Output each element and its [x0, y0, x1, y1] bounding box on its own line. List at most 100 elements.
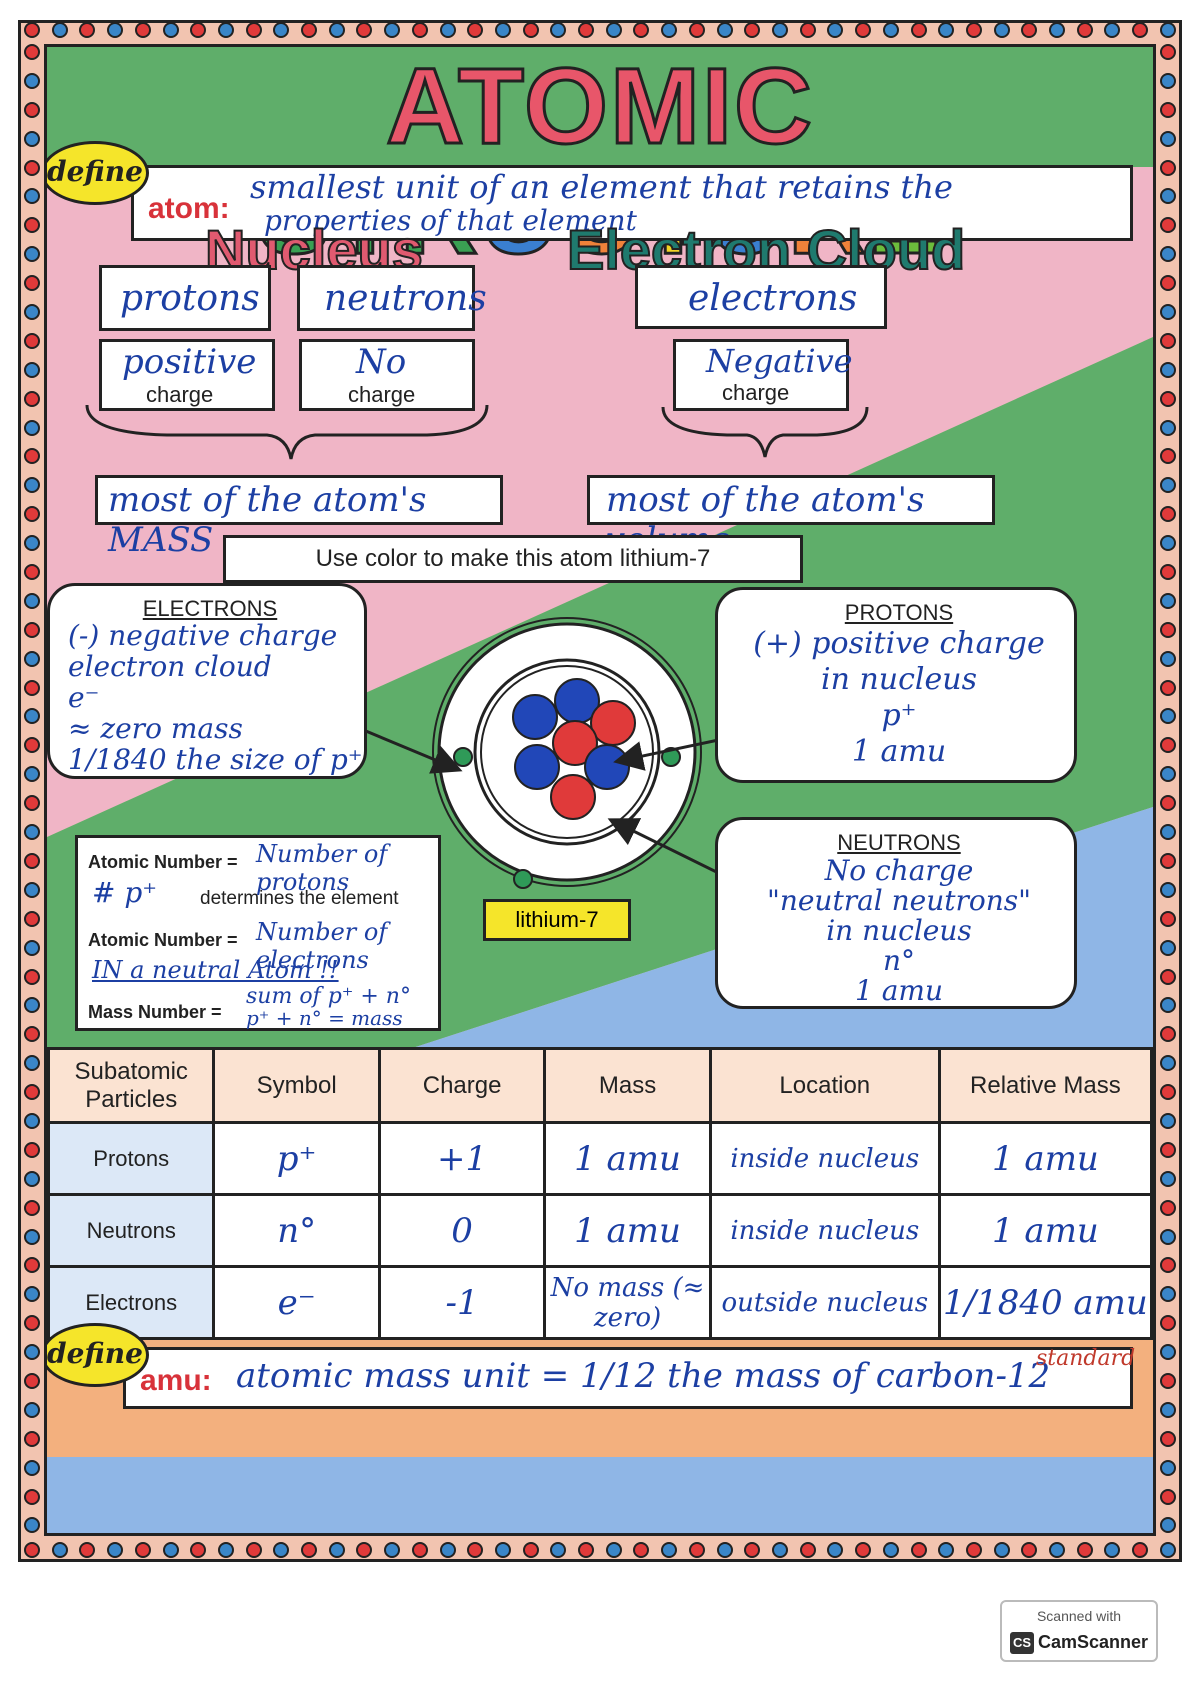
border-dot — [107, 22, 124, 38]
border-dot — [1160, 390, 1176, 407]
table-cell: 1 amu — [937, 1121, 1153, 1196]
border-dot — [24, 737, 40, 754]
electron-summary-box: most of the atom's volume — [587, 475, 995, 560]
border-dot — [24, 968, 40, 985]
border-dot — [24, 22, 40, 38]
scanner-brand: CamScanner — [1038, 1632, 1149, 1652]
border-dot — [1160, 621, 1176, 638]
table-cell: n° — [212, 1193, 381, 1268]
border-dot — [24, 997, 40, 1014]
title-letter: T — [456, 45, 524, 166]
table-header: Mass — [543, 1047, 712, 1124]
neutrons-callout: NEUTRONS No charge"neutral neutrons"in n… — [715, 817, 1077, 1009]
border-dot — [1049, 22, 1066, 38]
border-dot — [328, 1542, 345, 1558]
border-dot — [24, 304, 40, 321]
border-dot — [744, 22, 761, 38]
border-dot — [24, 1141, 40, 1158]
fact-row1-hand: Number of protons — [256, 840, 388, 896]
border-dot — [1160, 1401, 1176, 1418]
border-dot — [411, 22, 428, 38]
callout-line: No charge — [824, 854, 974, 887]
border-dot — [1160, 910, 1176, 927]
border-dot — [1160, 650, 1176, 667]
instruction-box: Use color to make this atom lithium-7 — [223, 535, 803, 583]
amu-term: amu: — [140, 1364, 212, 1397]
dot-border-left — [24, 44, 40, 1534]
callout-line: n° — [882, 944, 916, 977]
fact-row2-hand: # p⁺ — [92, 876, 158, 909]
electron-charge-box: Negative charge — [673, 339, 853, 411]
border-dot — [24, 188, 40, 205]
table-cell: e⁻ — [212, 1265, 381, 1340]
border-dot — [855, 1542, 872, 1558]
border-dot — [24, 824, 40, 841]
table-cell: Neutrons — [47, 1193, 216, 1268]
neutron-charge-hand: No — [356, 342, 407, 382]
border-dot — [467, 1542, 484, 1558]
border-dot — [24, 477, 40, 494]
border-dot — [134, 22, 151, 38]
border-dot — [24, 130, 40, 147]
border-dot — [1160, 1286, 1176, 1303]
border-dot — [993, 1542, 1010, 1558]
border-dot — [245, 1542, 262, 1558]
border-dot — [79, 22, 96, 38]
border-dot — [24, 1257, 40, 1274]
border-dot — [356, 1542, 373, 1558]
border-dot — [605, 22, 622, 38]
table-cell: 1 amu — [543, 1193, 712, 1268]
electron-charge-hand: Negative — [706, 342, 853, 380]
callout-line: (-) negative charge — [68, 619, 338, 652]
border-dot — [965, 1542, 982, 1558]
protons-callout-title: PROTONS — [844, 600, 954, 625]
table-cell: -1 — [377, 1265, 547, 1340]
border-dot — [24, 1315, 40, 1332]
border-dot — [771, 22, 788, 38]
amu-definition: atomic mass unit = 1/12 the mass of carb… — [236, 1356, 1051, 1396]
callout-line: p⁺ — [881, 698, 917, 733]
camscanner-logo-icon: CS — [1010, 1632, 1034, 1654]
border-dot — [1160, 361, 1176, 378]
border-dot — [494, 1542, 511, 1558]
border-dot — [1160, 448, 1176, 465]
border-dot — [522, 22, 539, 38]
border-dot — [1160, 130, 1176, 147]
border-dot — [439, 1542, 456, 1558]
border-dot — [1160, 592, 1176, 609]
border-dot — [1160, 332, 1176, 349]
nucleus-particles — [512, 678, 636, 820]
border-dot — [24, 881, 40, 898]
border-dot — [1160, 968, 1176, 985]
title-letter: A — [384, 45, 458, 166]
border-dot — [605, 1542, 622, 1558]
border-dot — [1021, 1542, 1038, 1558]
border-dot — [1160, 1517, 1176, 1534]
border-dot — [1160, 1199, 1176, 1216]
table-cell: inside nucleus — [708, 1121, 941, 1196]
border-dot — [1159, 22, 1176, 38]
border-dot — [1160, 766, 1176, 783]
border-dot — [24, 275, 40, 292]
border-dot — [1160, 708, 1176, 725]
border-dot — [578, 1542, 595, 1558]
table-cell: 1/1840 amu — [937, 1265, 1153, 1340]
border-dot — [24, 1372, 40, 1389]
border-dot — [24, 217, 40, 234]
scanner-line1: Scanned with — [1036, 1608, 1122, 1624]
callout-line: 1/1840 the size of p⁺ — [68, 743, 363, 776]
border-dot — [1160, 72, 1176, 89]
border-dot — [1021, 22, 1038, 38]
border-dot — [799, 22, 816, 38]
border-dot — [494, 22, 511, 38]
border-dot — [1076, 22, 1093, 38]
title-letter: I — [700, 45, 734, 166]
protons-box: protons — [99, 265, 271, 331]
border-dot — [162, 22, 179, 38]
table-header: Symbol — [212, 1047, 381, 1124]
